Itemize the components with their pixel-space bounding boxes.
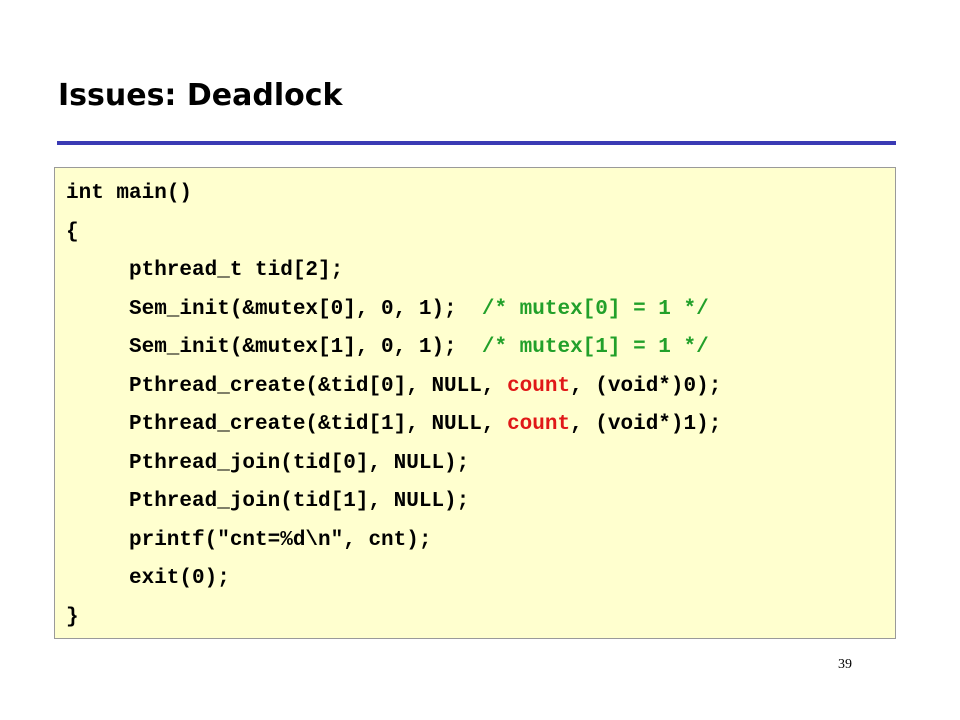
page-number: 39 bbox=[838, 657, 852, 672]
slide-title: Issues: Deadlock bbox=[58, 78, 343, 113]
code-text: Sem_init(&mutex[1], 0, 1); bbox=[129, 336, 482, 359]
code-line-pthread-join-1: Pthread_join(tid[1], NULL); bbox=[129, 490, 470, 513]
code-line-printf: printf("cnt=%d\n", cnt); bbox=[129, 528, 432, 552]
code-text: , (void*)0); bbox=[570, 374, 722, 398]
code-text: Pthread_create(&tid[0], NULL, bbox=[129, 374, 508, 398]
code-line-sem-init-0: Sem_init(&mutex[0], 0, 1); /* mutex[0] =… bbox=[66, 291, 895, 330]
code-comment: /* mutex[0] = 1 */ bbox=[481, 297, 709, 321]
code-line-sem-init-1: Sem_init(&mutex[1], 0, 1); /* mutex[1] =… bbox=[66, 329, 895, 368]
code-line-tid-declaration: pthread_t tid[2]; bbox=[129, 259, 344, 282]
code-text: Sem_init(&mutex[0], 0, 1); bbox=[129, 297, 482, 321]
code-function-name: count bbox=[507, 413, 571, 436]
code-text: , (void*)1); bbox=[570, 413, 722, 436]
code-comment: /* mutex[1] = 1 */ bbox=[481, 336, 709, 359]
code-line-pthread-join-0: Pthread_join(tid[0], NULL); bbox=[129, 451, 470, 475]
code-line-pthread-create-0: Pthread_create(&tid[0], NULL, count, (vo… bbox=[66, 368, 895, 407]
code-block: int main() { pthread_t tid[2]; Sem_init(… bbox=[54, 167, 896, 639]
title-underline bbox=[57, 141, 896, 145]
code-function-name: count bbox=[507, 374, 571, 398]
code-line-main-signature: int main() bbox=[66, 182, 193, 205]
code-line-pthread-create-1: Pthread_create(&tid[1], NULL, count, (vo… bbox=[66, 406, 895, 445]
code-line-close-brace: } bbox=[66, 605, 79, 629]
code-text: Pthread_create(&tid[1], NULL, bbox=[129, 413, 508, 436]
code-line-open-brace: { bbox=[66, 220, 79, 244]
code-line-exit: exit(0); bbox=[129, 567, 230, 590]
